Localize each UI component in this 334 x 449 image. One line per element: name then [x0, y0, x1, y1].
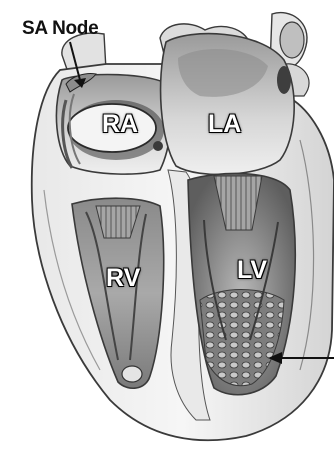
sa-node-label: SA Node — [22, 19, 98, 38]
left-atrium — [161, 34, 295, 175]
right-atrium-label: RA — [102, 112, 138, 137]
right-ventricle-label: RV — [106, 266, 140, 291]
left-ventricle-label: LV — [237, 258, 267, 283]
left-atrium-label: LA — [208, 112, 241, 137]
